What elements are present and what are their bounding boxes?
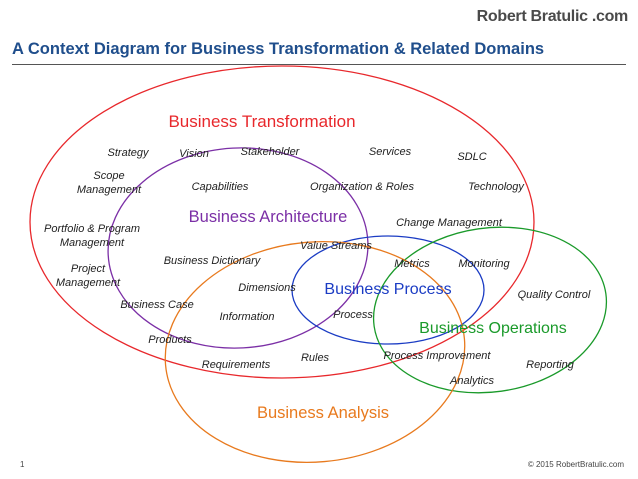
term-analytics: Analytics — [449, 375, 495, 387]
term-capabilities: Capabilities — [192, 181, 249, 193]
term-reporting: Reporting — [526, 359, 575, 371]
term-metrics: Metrics — [394, 258, 430, 270]
term-business-dictionary: Business Dictionary — [164, 255, 262, 267]
term-process-improvement: Process Improvement — [384, 350, 492, 362]
page-number: 1 — [20, 460, 25, 469]
transformation-label: Business Transformation — [168, 112, 355, 131]
term-rules: Rules — [301, 352, 330, 364]
analysis-ellipse — [164, 240, 466, 464]
term-value-streams: Value Streams — [300, 240, 372, 252]
term-strategy: Strategy — [108, 147, 150, 159]
term-services: Services — [369, 146, 412, 158]
analysis-label: Business Analysis — [257, 404, 389, 422]
term-monitoring: Monitoring — [458, 258, 510, 270]
process-label: Business Process — [324, 281, 451, 298]
architecture-label: Business Architecture — [189, 208, 348, 226]
transformation-ellipse — [29, 65, 535, 379]
term-products: Products — [148, 334, 192, 346]
term-dimensions: Dimensions — [238, 282, 296, 294]
term-process: Process — [333, 309, 373, 321]
term-sdlc: SDLC — [457, 151, 486, 163]
architecture-ellipse — [107, 147, 369, 349]
logo: Robert Bratulic .com — [476, 8, 629, 25]
term-information: Information — [219, 311, 274, 323]
term-stakeholder: Stakeholder — [241, 146, 301, 158]
term-quality-control: Quality Control — [518, 289, 591, 301]
copyright: © 2015 RobertBratulic.com — [527, 460, 624, 469]
term-vision: Vision — [179, 148, 209, 160]
term-technology: Technology — [468, 181, 525, 193]
term-organization-roles: Organization & Roles — [310, 181, 414, 193]
term-business-case: Business Case — [120, 299, 193, 311]
page-title: A Context Diagram for Business Transform… — [12, 40, 545, 58]
operations-ellipse — [372, 226, 608, 394]
process-ellipse — [291, 235, 485, 345]
term-change-management: Change Management — [396, 217, 503, 229]
title-divider — [12, 64, 626, 65]
term-requirements: Requirements — [202, 359, 271, 371]
operations-label: Business Operations — [419, 320, 567, 337]
